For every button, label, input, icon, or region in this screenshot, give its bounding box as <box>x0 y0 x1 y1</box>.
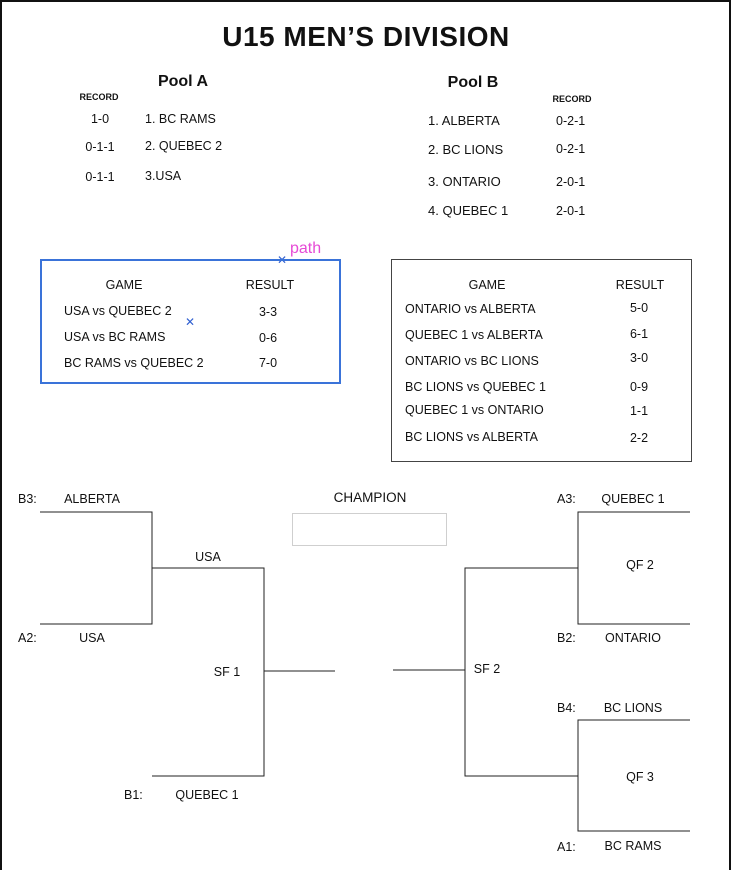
pool-b-team: 4. QUEBEC 1 <box>428 203 509 218</box>
pool-b-result: 5-0 <box>629 301 649 315</box>
page-border-left <box>0 0 2 870</box>
pool-a-result: 0-6 <box>258 331 278 345</box>
pool-a-record-label: RECORD <box>79 92 119 102</box>
seed-label: B1: <box>124 788 143 802</box>
pool-b-team: 3. ONTARIO <box>428 174 501 189</box>
pool-a-result: 7-0 <box>258 356 278 370</box>
pool-a-games-box[interactable] <box>40 259 341 384</box>
path-label: path <box>290 240 322 257</box>
pool-a-game-header: GAME <box>105 278 143 292</box>
seed-label: A1: <box>557 840 576 854</box>
qf2-label: QF 2 <box>626 558 654 572</box>
page-border-top <box>0 0 731 2</box>
page-title: U15 MEN’S DIVISION <box>222 21 510 52</box>
seed-label: B2: <box>557 631 576 645</box>
pool-a-record: 0-1-1 <box>85 170 115 184</box>
pool-a-heading: Pool A <box>157 73 209 90</box>
pool-a-result-header: RESULT <box>245 278 295 292</box>
bracket-sf1-line <box>152 567 265 777</box>
pool-b-result: 2-2 <box>629 431 649 445</box>
bracket-team: ALBERTA <box>64 492 120 506</box>
seed-label: A3: <box>557 492 576 506</box>
bracket-team: QUEBEC 1 <box>175 788 239 802</box>
pool-a-game: BC RAMS vs QUEBEC 2 <box>64 356 204 370</box>
seed-label: B3: <box>18 492 37 506</box>
pool-a-game: USA vs QUEBEC 2 <box>64 304 172 318</box>
pool-b-record: 2-0-1 <box>556 204 586 218</box>
bracket-team: BC RAMS <box>604 839 662 853</box>
pool-a-team: 1. BC RAMS <box>145 112 216 126</box>
champion-box[interactable] <box>292 513 447 546</box>
pool-b-record-label: RECORD <box>552 94 592 104</box>
bracket-sf2-line <box>464 567 578 777</box>
pool-b-game: QUEBEC 1 vs ONTARIO <box>405 403 544 417</box>
pool-a-record: 1-0 <box>90 112 110 126</box>
pool-b-result: 1-1 <box>629 404 649 418</box>
pool-b-game: BC LIONS vs ALBERTA <box>405 430 538 444</box>
pool-b-team: 2. BC LIONS <box>428 142 504 157</box>
pool-b-record: 2-0-1 <box>556 175 586 189</box>
pool-b-result: 3-0 <box>629 351 649 365</box>
bracket-team: BC LIONS <box>603 701 663 715</box>
pool-b-result-header: RESULT <box>615 278 665 292</box>
pool-a-team: 2. QUEBEC 2 <box>145 139 223 153</box>
champion-label: CHAMPION <box>333 490 407 505</box>
bracket-team: QUEBEC 1 <box>601 492 665 506</box>
bracket-team: ONTARIO <box>604 631 662 645</box>
pool-b-game-header: GAME <box>468 278 506 292</box>
sf1-label: SF 1 <box>213 665 241 679</box>
sf2-label: SF 2 <box>473 662 501 676</box>
qf3-label: QF 3 <box>626 770 654 784</box>
pool-b-game: ONTARIO vs ALBERTA <box>405 302 536 316</box>
bracket-winner: USA <box>195 550 221 564</box>
pool-b-heading: Pool B <box>447 74 499 91</box>
x-marker-icon[interactable]: ✕ <box>185 315 196 329</box>
pool-b-game: ONTARIO vs BC LIONS <box>405 354 539 368</box>
bracket-team: USA <box>79 631 105 645</box>
seed-label: A2: <box>18 631 37 645</box>
pool-b-team: 1. ALBERTA <box>428 113 500 128</box>
pool-b-game: BC LIONS vs QUEBEC 1 <box>405 380 547 394</box>
page-border-right <box>729 0 731 870</box>
pool-b-record: 0-2-1 <box>556 142 586 156</box>
pool-b-games-box[interactable] <box>391 259 692 462</box>
pool-b-record: 0-2-1 <box>556 114 586 128</box>
pool-b-result: 6-1 <box>629 327 649 341</box>
pool-a-team: 3.USA <box>145 169 182 183</box>
pool-a-record: 0-1-1 <box>85 140 115 154</box>
pool-a-game: USA vs BC RAMS <box>64 330 166 344</box>
seed-label: B4: <box>557 701 576 715</box>
pool-a-result: 3-3 <box>258 305 278 319</box>
bracket-qf3-line <box>577 719 690 832</box>
pool-b-game: QUEBEC 1 vs ALBERTA <box>405 328 543 342</box>
pool-b-result: 0-9 <box>629 380 649 394</box>
bracket-qf1-line <box>40 511 153 625</box>
